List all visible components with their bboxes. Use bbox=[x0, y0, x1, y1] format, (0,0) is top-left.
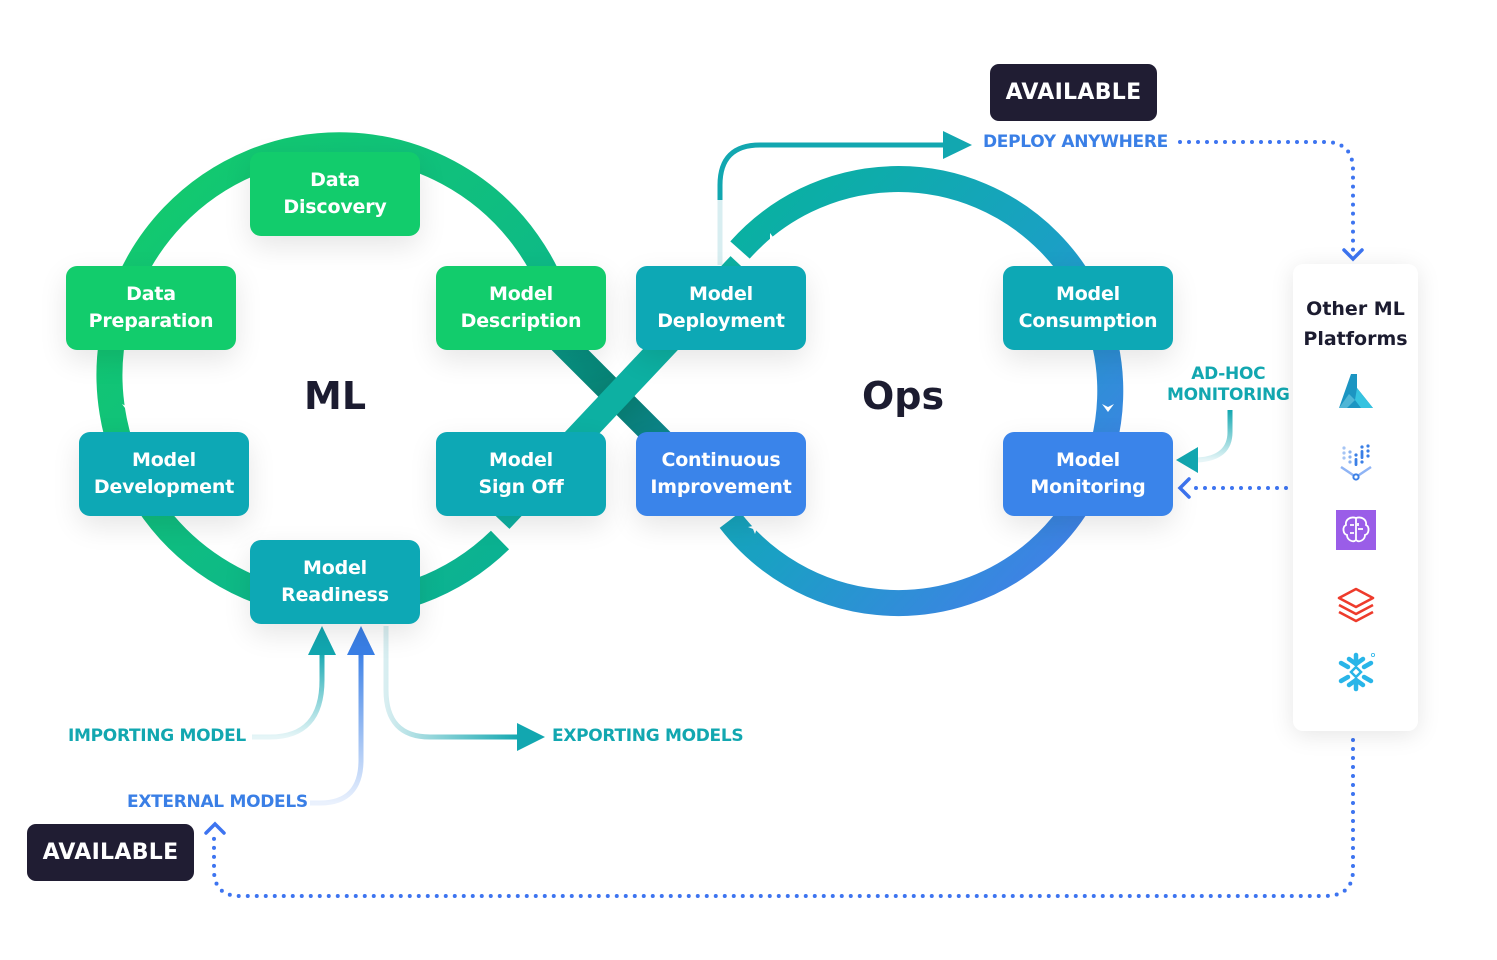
ml-label: ML bbox=[304, 374, 367, 418]
chevron-up-icon bbox=[204, 821, 226, 835]
node-model-description[interactable]: Model Description bbox=[436, 266, 606, 350]
dotted-path-deploy-to-platforms bbox=[1178, 140, 1355, 252]
ops-label: Ops bbox=[862, 374, 945, 418]
databricks-layers-icon[interactable] bbox=[1335, 585, 1377, 627]
direction-chevrons bbox=[122, 230, 1114, 534]
node-model-development[interactable]: Model Development bbox=[79, 432, 249, 516]
other-ml-platforms-panel: Other ML Platforms bbox=[1293, 264, 1418, 731]
deploy-anywhere-arrow bbox=[717, 131, 972, 265]
snowflake-icon[interactable] bbox=[1335, 651, 1377, 693]
available-badge-top: AVAILABLE bbox=[990, 64, 1157, 121]
node-model-consumption[interactable]: Model Consumption bbox=[1003, 266, 1173, 350]
deploy-anywhere-label: DEPLOY ANYWHERE bbox=[983, 132, 1168, 152]
chevron-down-icon bbox=[1342, 248, 1364, 262]
chevron-left-icon bbox=[1177, 477, 1191, 499]
ad-hoc-monitoring-label: AD-HOC MONITORING bbox=[1167, 364, 1290, 405]
node-model-readiness[interactable]: Model Readiness bbox=[250, 540, 420, 624]
node-model-deployment[interactable]: Model Deployment bbox=[636, 266, 806, 350]
panel-title: Other ML Platforms bbox=[1303, 298, 1408, 350]
node-data-discovery[interactable]: Data Discovery bbox=[250, 152, 420, 236]
external-models-arrow bbox=[310, 626, 375, 806]
ops-loop bbox=[719, 166, 1124, 617]
importing-model-arrow bbox=[252, 626, 336, 740]
available-badge-bottom: AVAILABLE bbox=[27, 824, 194, 881]
dotted-path-platforms-to-external bbox=[212, 738, 1355, 898]
azure-ml-flask-icon[interactable] bbox=[1335, 370, 1377, 412]
node-model-monitoring[interactable]: Model Monitoring bbox=[1003, 432, 1173, 516]
importing-model-label: IMPORTING MODEL bbox=[68, 726, 246, 746]
exporting-models-arrow bbox=[383, 626, 545, 751]
external-models-label: EXTERNAL MODELS bbox=[127, 792, 308, 812]
node-continuous-improvement[interactable]: Continuous Improvement bbox=[636, 432, 806, 516]
node-model-sign-off[interactable]: Model Sign Off bbox=[436, 432, 606, 516]
node-data-preparation[interactable]: Data Preparation bbox=[66, 266, 236, 350]
vertex-ai-icon[interactable] bbox=[1335, 440, 1377, 482]
exporting-models-label: EXPORTING MODELS bbox=[552, 726, 744, 746]
sagemaker-brain-icon[interactable] bbox=[1335, 509, 1377, 551]
ad-hoc-monitoring-arrow bbox=[1176, 410, 1233, 473]
